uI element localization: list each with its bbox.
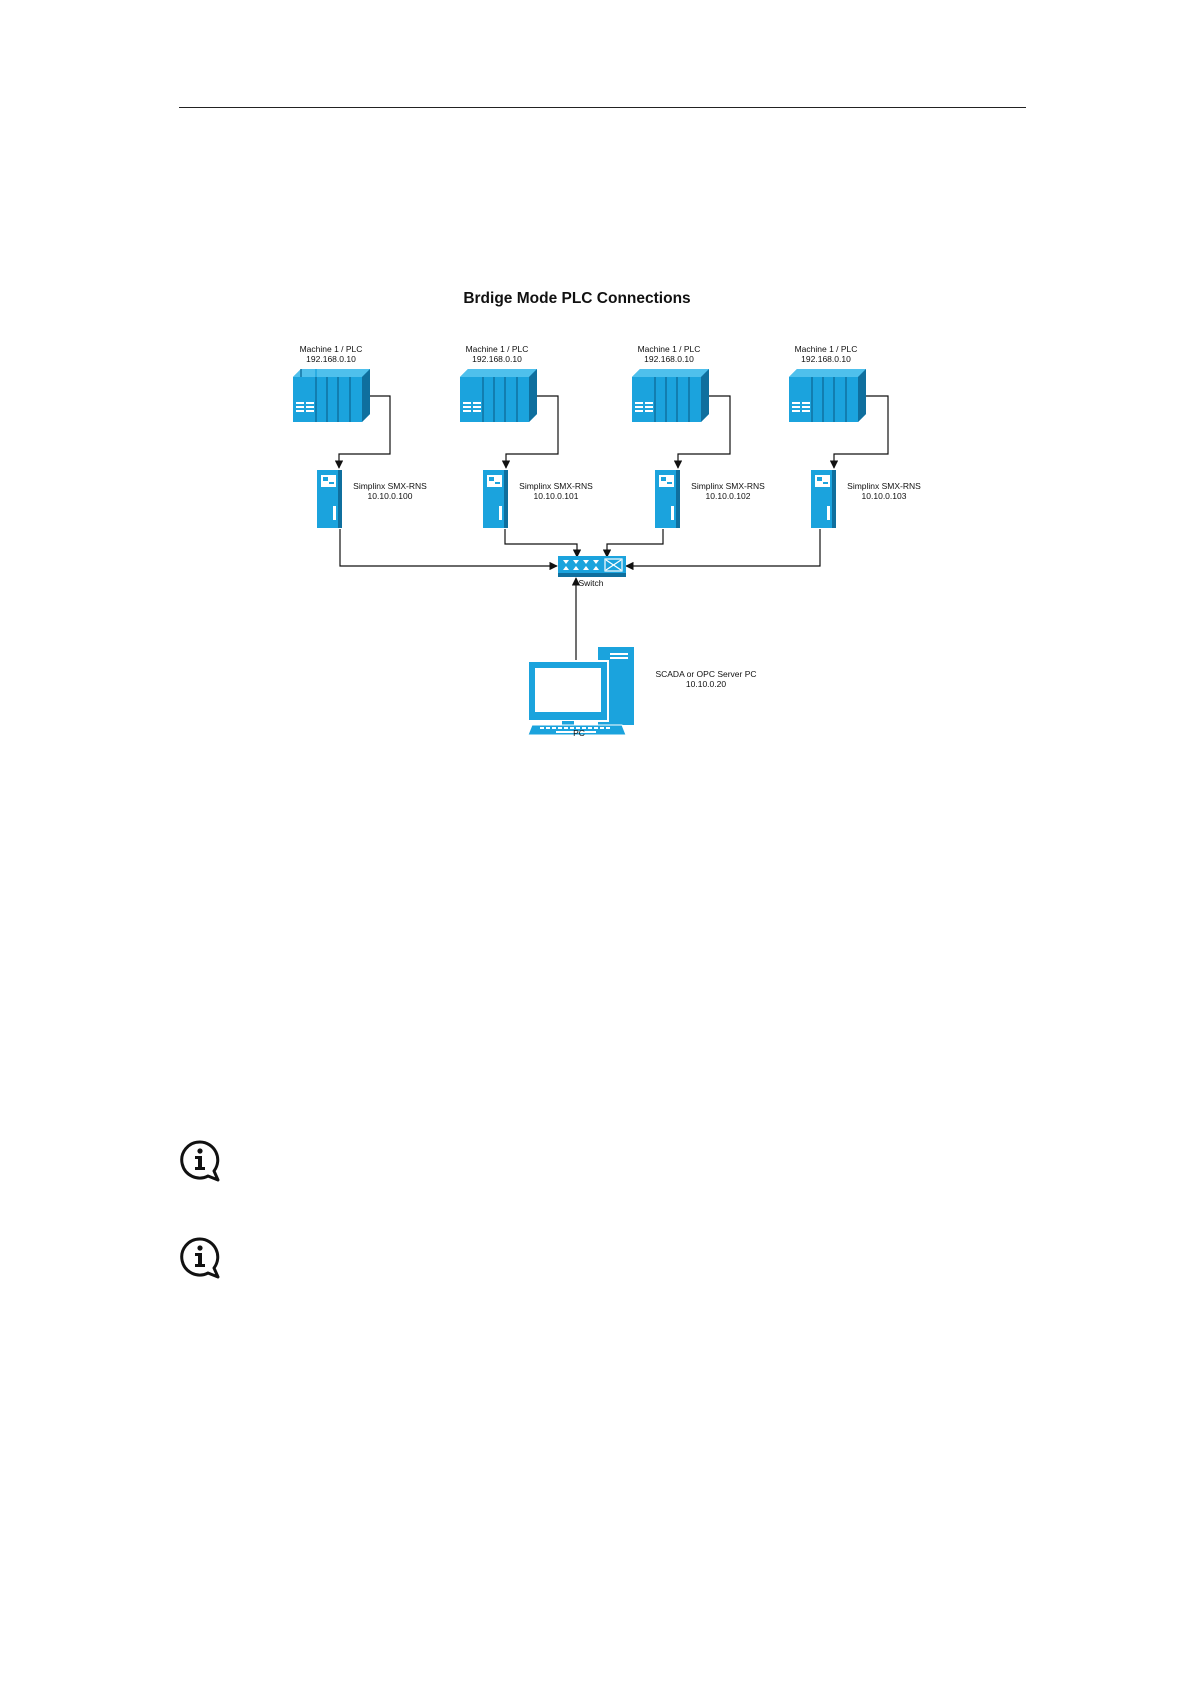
pc-ip: 10.10.0.20 bbox=[686, 679, 726, 689]
gateway-4-name: Simplinx SMX-RNS bbox=[847, 481, 921, 491]
connector-gw-1 bbox=[339, 529, 558, 571]
gateway-4 bbox=[811, 470, 836, 528]
plc-2-name: Machine 1 / PLC bbox=[466, 344, 529, 354]
pc-name: SCADA or OPC Server PC bbox=[655, 669, 756, 679]
diagram-title: Brdige Mode PLC Connections bbox=[463, 290, 690, 307]
gateway-2-name: Simplinx SMX-RNS bbox=[519, 481, 593, 491]
gateway-1-ip: 10.10.0.100 bbox=[368, 491, 413, 501]
pc-label: PC bbox=[573, 728, 585, 738]
gateway-2 bbox=[483, 470, 508, 528]
connector-plc-1 bbox=[334, 395, 391, 469]
connector-gw-4 bbox=[625, 529, 821, 571]
plc-4-ip: 192.168.0.10 bbox=[801, 354, 851, 364]
gateway-1 bbox=[317, 470, 342, 528]
network-switch bbox=[558, 556, 626, 577]
gateway-4-ip: 10.10.0.103 bbox=[862, 491, 907, 501]
plc-3 bbox=[632, 369, 709, 422]
plc-2 bbox=[460, 369, 537, 422]
connector-gw-3 bbox=[602, 529, 664, 558]
plc-1-name: Machine 1 / PLC bbox=[300, 344, 363, 354]
gateway-2-ip: 10.10.0.101 bbox=[534, 491, 579, 501]
gateway-3-ip: 10.10.0.102 bbox=[706, 491, 751, 501]
connector-plc-4 bbox=[829, 395, 889, 469]
plc-4 bbox=[789, 369, 866, 422]
plc-3-name: Machine 1 / PLC bbox=[638, 344, 701, 354]
connector-gw-2 bbox=[504, 529, 582, 558]
plc-3-ip: 192.168.0.10 bbox=[644, 354, 694, 364]
connector-plc-3 bbox=[673, 395, 731, 469]
gateway-3 bbox=[655, 470, 680, 528]
header-rule bbox=[179, 107, 1026, 108]
info-icon bbox=[178, 1139, 222, 1183]
pc-icon bbox=[527, 647, 634, 736]
connectors bbox=[334, 395, 889, 661]
plc-2-ip: 192.168.0.10 bbox=[472, 354, 522, 364]
connector-plc-2 bbox=[501, 395, 559, 469]
plc-1 bbox=[293, 369, 370, 422]
info-icon bbox=[178, 1236, 222, 1280]
plc-1-ip: 192.168.0.10 bbox=[306, 354, 356, 364]
switch-label: Switch bbox=[578, 578, 603, 588]
gateway-1-name: Simplinx SMX-RNS bbox=[353, 481, 427, 491]
gateway-3-name: Simplinx SMX-RNS bbox=[691, 481, 765, 491]
plc-4-name: Machine 1 / PLC bbox=[795, 344, 858, 354]
